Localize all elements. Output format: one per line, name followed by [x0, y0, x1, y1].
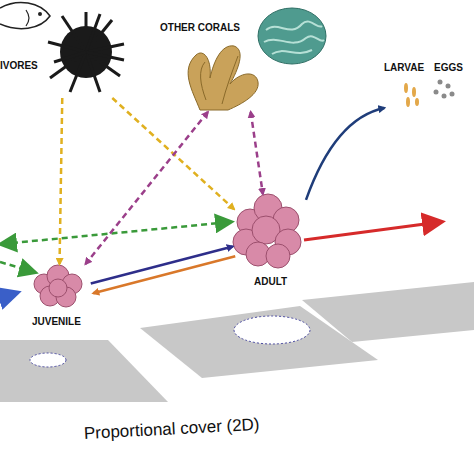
larvae-dots: [404, 83, 419, 107]
solid-arrow: [306, 108, 384, 200]
node-label: IVORES: [0, 60, 38, 71]
node-label: LARVAE: [384, 62, 424, 73]
solid-arrow: [93, 256, 235, 293]
node-label: ADULT: [254, 276, 287, 287]
juvenile-coral: [34, 265, 82, 307]
solid-arrow: [304, 222, 440, 240]
stage-node: EGGS: [428, 62, 468, 104]
dashed-arrow: [60, 98, 63, 264]
fish-outline: [26, 10, 29, 26]
stage-node: ADULT: [234, 194, 306, 290]
predator-node: IVORES: [0, 8, 126, 98]
adult-coral: [233, 194, 301, 268]
cover-patch: [30, 353, 66, 367]
brain-coral: [258, 8, 326, 64]
stage-node: JUVENILE: [26, 264, 92, 330]
cover-patch: [234, 316, 310, 344]
node-label: EGGS: [434, 62, 463, 73]
dashed-arrow: [0, 262, 34, 272]
cover-plane: [0, 340, 168, 402]
node-label: JUVENILE: [32, 316, 81, 327]
fish-outline: [0, 2, 50, 28]
branching-coral: [188, 46, 258, 110]
egg-dots: [434, 80, 455, 99]
dashed-arrow: [86, 112, 208, 264]
starfish: [48, 12, 124, 92]
coral-group-node: OTHER CORALS: [160, 22, 328, 112]
stage-node: LARVAE: [384, 62, 424, 108]
dashed-arrow: [251, 112, 263, 194]
solid-arrow: [91, 247, 233, 284]
node-label: OTHER CORALS: [160, 22, 240, 33]
solid-arrow: [0, 293, 16, 298]
axis-label: Proportional cover (2D): [83, 415, 260, 444]
cover-plane: [302, 282, 474, 342]
fish-eye: [38, 12, 42, 16]
